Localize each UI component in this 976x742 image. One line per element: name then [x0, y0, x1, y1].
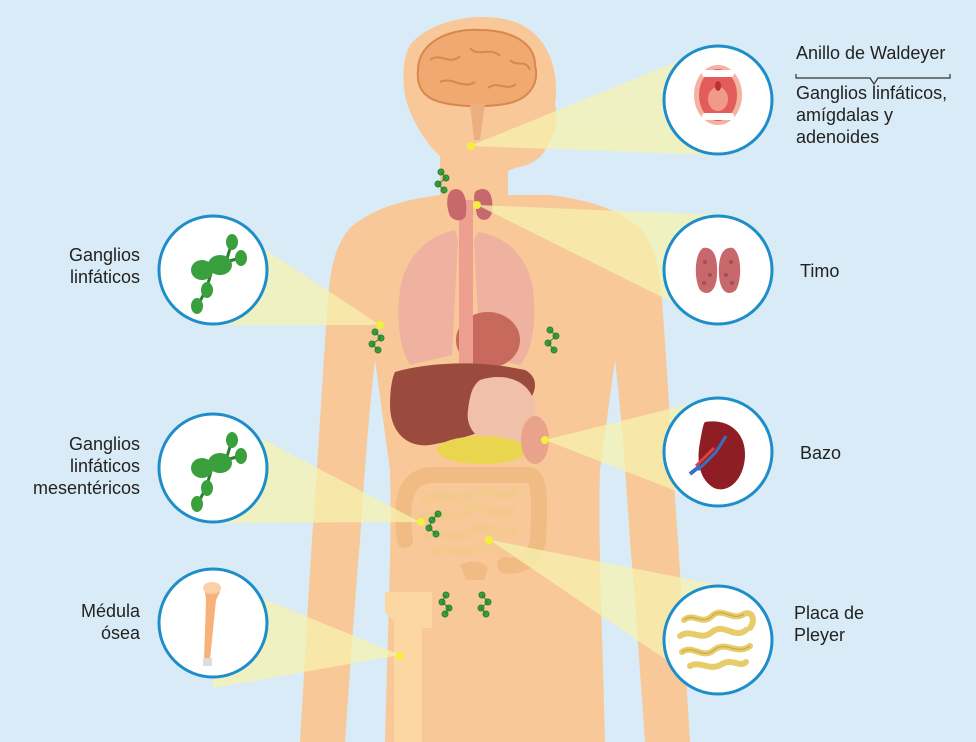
ganglios-line2: linfáticos [20, 266, 140, 288]
callout-medula [159, 569, 267, 677]
mesentericos-line1: Ganglios [4, 433, 140, 455]
marker-bazo [541, 436, 549, 444]
callout-waldeyer [664, 46, 772, 154]
label-placa: Placa de Pleyer [794, 602, 864, 646]
label-waldeyer-desc: Ganglios linfáticos, amígdalas y adenoid… [796, 82, 947, 148]
marker-waldeyer [467, 142, 475, 150]
label-timo: Timo [800, 260, 839, 282]
placa-line1: Placa de [794, 602, 864, 624]
marker-placa [485, 536, 493, 544]
waldeyer-desc-line1: Ganglios linfáticos, [796, 82, 947, 104]
waldeyer-title: Anillo de Waldeyer [796, 42, 945, 64]
medula-line2: ósea [20, 622, 140, 644]
mesentericos-line2: linfáticos [4, 455, 140, 477]
label-medula: Médula ósea [20, 600, 140, 644]
marker-mesentericos [417, 518, 425, 526]
callout-timo [664, 216, 772, 324]
mesentericos-line3: mesentéricos [4, 477, 140, 499]
timo-text: Timo [800, 260, 839, 282]
brain [418, 30, 536, 106]
marker-ganglios [376, 321, 384, 329]
callout-bazo [664, 398, 772, 506]
waldeyer-desc-line3: adenoides [796, 126, 947, 148]
ganglios-line1: Ganglios [20, 244, 140, 266]
label-waldeyer-title: Anillo de Waldeyer [796, 42, 945, 64]
label-bazo: Bazo [800, 442, 841, 464]
medula-line1: Médula [20, 600, 140, 622]
marker-timo [473, 201, 481, 209]
bazo-text: Bazo [800, 442, 841, 464]
label-ganglios-mesentericos: Ganglios linfáticos mesentéricos [4, 433, 140, 499]
callout-ganglios [159, 216, 267, 324]
placa-line2: Pleyer [794, 624, 864, 646]
callout-placa [664, 586, 772, 694]
waldeyer-desc-line2: amígdalas y [796, 104, 947, 126]
marker-medula [396, 652, 404, 660]
pancreas [437, 436, 527, 464]
open-mouth-icon [694, 65, 742, 125]
callout-mesentericos [159, 414, 267, 522]
label-ganglios: Ganglios linfáticos [20, 244, 140, 288]
